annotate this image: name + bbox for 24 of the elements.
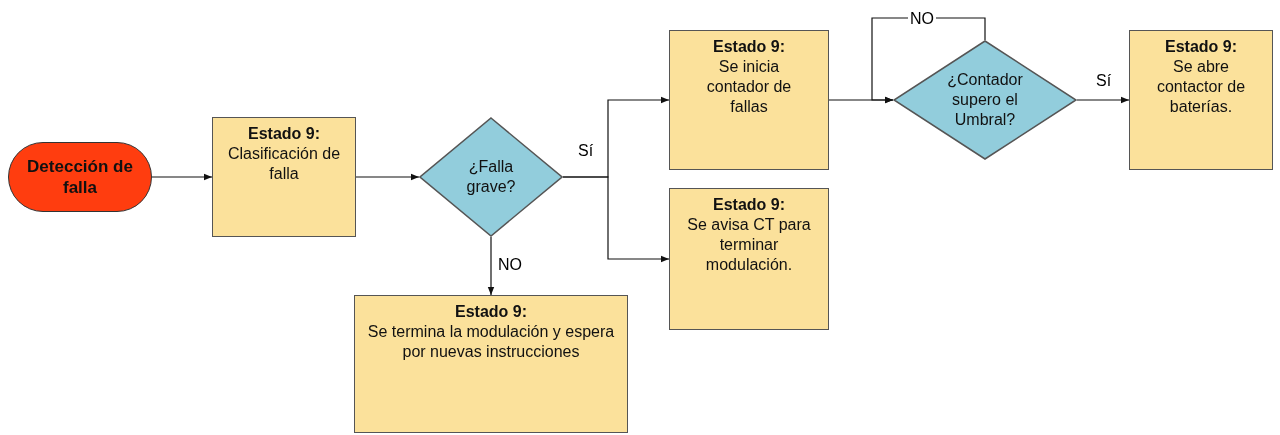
arrow (562, 176, 670, 263)
arrow (355, 173, 420, 181)
arrow (487, 236, 495, 296)
node-heading: Estado 9: (248, 124, 320, 144)
node-text: Se termina la modulación y espera por nuevas instrucciones (366, 322, 616, 362)
process-box (1129, 30, 1273, 170)
node-text: ¿Contador supero el Umbral? (946, 70, 1024, 130)
node-heading: Estado 9: (1165, 37, 1237, 57)
process-box (354, 295, 628, 433)
arrow (871, 17, 986, 104)
node-heading: Estado 9: (713, 37, 785, 57)
node-text: Se inicia contador de fallas (705, 57, 793, 117)
process-box (212, 117, 356, 237)
arrow (151, 173, 213, 181)
process-box (669, 30, 829, 170)
node-text: Se abre contactor de baterías. (1155, 57, 1247, 117)
arrow (1076, 96, 1130, 104)
node-heading: Estado 9: (713, 195, 785, 215)
node-text: Clasificación de falla (226, 144, 342, 184)
process-box (669, 188, 829, 330)
node-text: Se avisa CT para terminar modulación. (686, 215, 812, 275)
node-text: ¿Falla grave? (465, 157, 517, 197)
node-text: Detección de falla (26, 155, 134, 199)
node-heading: Estado 9: (455, 302, 527, 322)
